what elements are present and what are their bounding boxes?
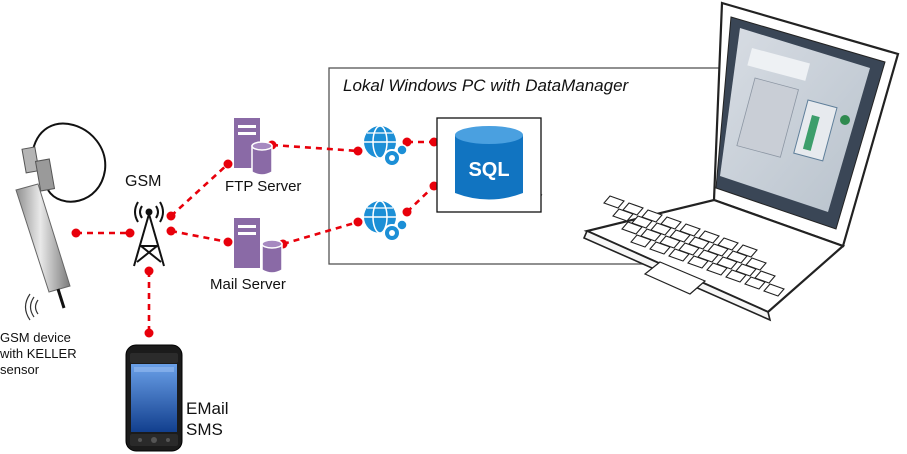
keyboard-key — [669, 229, 691, 243]
keyboard-key — [631, 215, 653, 229]
keyboard-key — [688, 236, 710, 250]
ftp-server-icon — [234, 118, 273, 176]
keyboard-key — [641, 209, 663, 223]
keyboard-key — [735, 263, 757, 277]
keyboard-key — [744, 276, 766, 290]
gsm-tower-icon — [133, 201, 165, 267]
gsm-label: GSM — [125, 173, 162, 190]
keyboard-key — [640, 228, 662, 242]
connector-ftp-service — [271, 143, 359, 153]
connector-gsm-mail — [170, 229, 229, 244]
keyboard-key — [649, 241, 671, 255]
keyboard-key — [725, 269, 747, 283]
keyboard-key — [622, 202, 644, 216]
email-label: EMail — [186, 399, 229, 418]
device-label-line1: GSM device — [0, 330, 71, 345]
device-label-line3: sensor — [0, 362, 40, 377]
keyboard-key — [660, 216, 682, 230]
sql-database-icon: SQL — [436, 117, 542, 213]
device-label-line2: with KELLER — [0, 346, 77, 361]
keyboard-key — [736, 244, 758, 258]
connector-mail-service — [282, 220, 359, 246]
keyboard-key — [697, 249, 719, 263]
connector-service-sql-bottom — [406, 185, 435, 213]
keyboard-key — [754, 270, 776, 284]
sql-label: SQL — [468, 159, 509, 181]
keyboard-key — [659, 235, 681, 249]
keyboard-key — [612, 208, 634, 222]
smartphone-icon — [125, 344, 183, 452]
keyboard-key — [687, 255, 709, 269]
web-service-icon-top — [364, 125, 408, 167]
keyboard-key — [726, 250, 748, 264]
web-service-icon-bottom — [364, 200, 408, 242]
keyboard-key — [716, 256, 738, 270]
keyboard-key — [650, 222, 672, 236]
mail-server-label: Mail Server — [210, 276, 286, 293]
pc-box-title: Lokal Windows PC with DataManager — [343, 76, 629, 95]
keyboard-key — [763, 283, 785, 297]
notification-label: EMail SMS — [186, 398, 229, 440]
connector-gsm-ftp — [170, 163, 229, 217]
sms-label: SMS — [186, 420, 223, 439]
keyboard-key — [717, 237, 739, 251]
keyboard-key — [621, 221, 643, 235]
keyboard-key — [630, 234, 652, 248]
pressure-sensor-icon — [15, 122, 107, 321]
keyboard-key — [678, 242, 700, 256]
keyboard-key — [668, 248, 690, 262]
ftp-server-label: FTP Server — [225, 178, 302, 195]
keyboard-key — [706, 262, 728, 276]
keyboard-key — [679, 223, 701, 237]
keyboard-key — [745, 257, 767, 271]
device-label: GSM device with KELLER sensor — [0, 330, 77, 378]
keyboard-key — [603, 195, 625, 209]
keyboard-key — [707, 243, 729, 257]
laptop-icon — [521, 1, 900, 322]
keyboard-key — [698, 230, 720, 244]
mail-server-icon — [234, 218, 283, 274]
